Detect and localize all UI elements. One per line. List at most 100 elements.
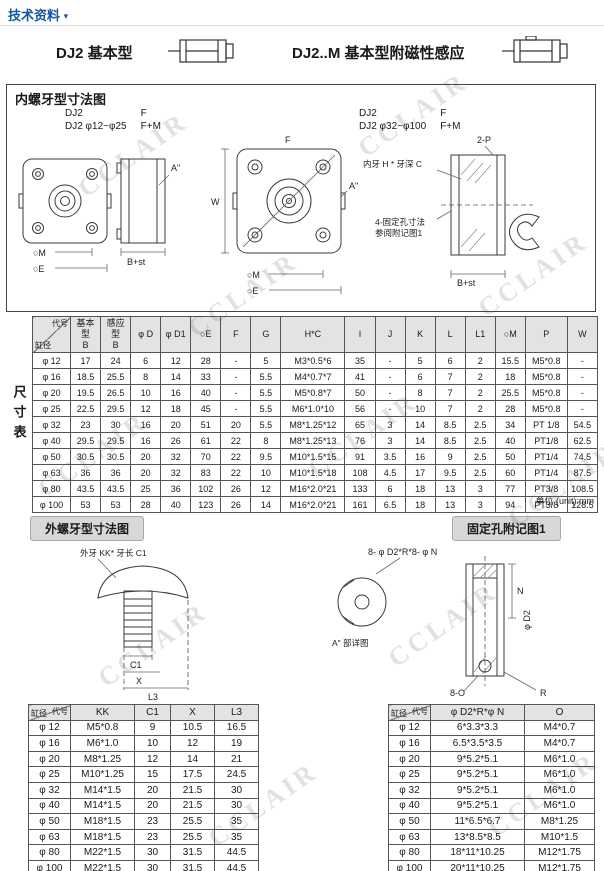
table-cell: -: [220, 384, 252, 401]
table-cell: 14: [170, 750, 215, 768]
table-cell: 30: [214, 797, 259, 815]
table-cell: 2: [464, 384, 496, 401]
table-cell: 5: [404, 352, 436, 369]
table-cell: 31.5: [170, 844, 215, 861]
table-cell: 14: [250, 496, 282, 513]
hole-pattern-label: 8- φ D2*R*8- φ N: [368, 547, 437, 557]
nav-item-technical-data[interactable]: 技术资料 ▾: [8, 5, 68, 24]
dim-label-l3: L3: [148, 692, 158, 702]
table-cell: M22*1.5: [70, 844, 135, 861]
table-cell: 11*6.5*6.7: [430, 813, 525, 830]
table-cell: 161: [344, 496, 376, 513]
table-cell: M6*1.0: [70, 735, 135, 752]
row-header: φ 40: [28, 797, 71, 815]
table-cell: 25.5: [100, 368, 132, 385]
table-cell: 24: [100, 352, 132, 369]
table-cell: 28: [494, 400, 526, 417]
internal-thread-drawing: ○M ○E B+st A": [18, 135, 540, 296]
table-cell: 43.5: [69, 480, 102, 497]
table-cell: 3: [374, 432, 406, 449]
row-header: φ 100: [32, 496, 71, 513]
table-cell: 26.5: [100, 384, 132, 401]
table-cell: 8: [130, 368, 162, 385]
table-cell: -: [220, 352, 252, 369]
front-view-large: [232, 148, 346, 254]
column-header: I: [344, 316, 376, 353]
row-header: φ 80: [388, 844, 431, 861]
table-cell: 8: [404, 384, 436, 401]
table-cell: 20: [160, 416, 192, 433]
row-header: φ 32: [388, 781, 431, 799]
table-cell: 12: [170, 735, 215, 752]
table-cell: M8*1.25: [70, 750, 135, 768]
table-cell: M4*0.7*7: [280, 368, 346, 385]
table-cell: PT 1/8: [524, 416, 568, 433]
dim-label-e: ○E: [33, 264, 44, 274]
table-cell: PT1/4: [524, 464, 568, 481]
cylinder-diagram-icon: [168, 39, 234, 63]
table-cell: 28: [190, 352, 222, 369]
hole-section-view: [465, 556, 505, 686]
row-header: φ 63: [28, 828, 71, 846]
column-header: W: [566, 316, 599, 353]
column-header: 代号缸径: [32, 316, 71, 353]
table-cell: 6: [404, 368, 436, 385]
table-cell: 5.5: [250, 384, 282, 401]
table-cell: 2: [464, 400, 496, 417]
table-cell: 2.5: [464, 416, 496, 433]
row-header: φ 80: [28, 844, 71, 861]
table-cell: 36: [100, 464, 132, 481]
table-cell: 31.5: [170, 859, 215, 871]
table-cell: 25.5: [170, 813, 215, 830]
table-cell: 102: [190, 480, 222, 497]
detail-view: [337, 577, 387, 627]
table-cell: M6*1.0: [524, 797, 595, 815]
table-cell: 28: [130, 496, 162, 513]
table-cell: 45: [190, 400, 222, 417]
table-cell: 8.5: [434, 416, 466, 433]
table-cell: 91: [344, 448, 376, 465]
table-cell: PT1/8: [524, 432, 568, 449]
table-cell: 3: [374, 416, 406, 433]
table-cell: 9*5.2*5.1: [430, 766, 525, 783]
product-title-magnetic: DJ2..M 基本型附磁性感应: [292, 45, 465, 62]
column-header: G: [250, 316, 282, 353]
table-cell: 22: [220, 448, 252, 465]
table-cell: 36: [160, 480, 192, 497]
section-view: [441, 154, 540, 256]
table-cell: 9.5: [250, 448, 282, 465]
header-divider: [0, 25, 604, 26]
table-cell: M10*1.5: [524, 828, 595, 846]
table-cell: 40: [160, 496, 192, 513]
table-cell: -: [566, 384, 599, 401]
table-cell: 65: [344, 416, 376, 433]
table-cell: 15: [134, 766, 171, 783]
table-cell: 12: [250, 480, 282, 497]
table-cell: M10*1.5*18: [280, 464, 346, 481]
table-cell: 29.5: [69, 432, 102, 449]
column-header: K: [404, 316, 436, 353]
row-header: φ 12: [388, 719, 431, 737]
table-cell: 3.5: [374, 448, 406, 465]
table-cell: 70: [190, 448, 222, 465]
table-cell: 7: [434, 368, 466, 385]
table-cell: 7: [434, 400, 466, 417]
table-cell: M5*0.8: [524, 400, 568, 417]
table-cell: 24.5: [214, 766, 259, 783]
table-cell: 14: [404, 432, 436, 449]
